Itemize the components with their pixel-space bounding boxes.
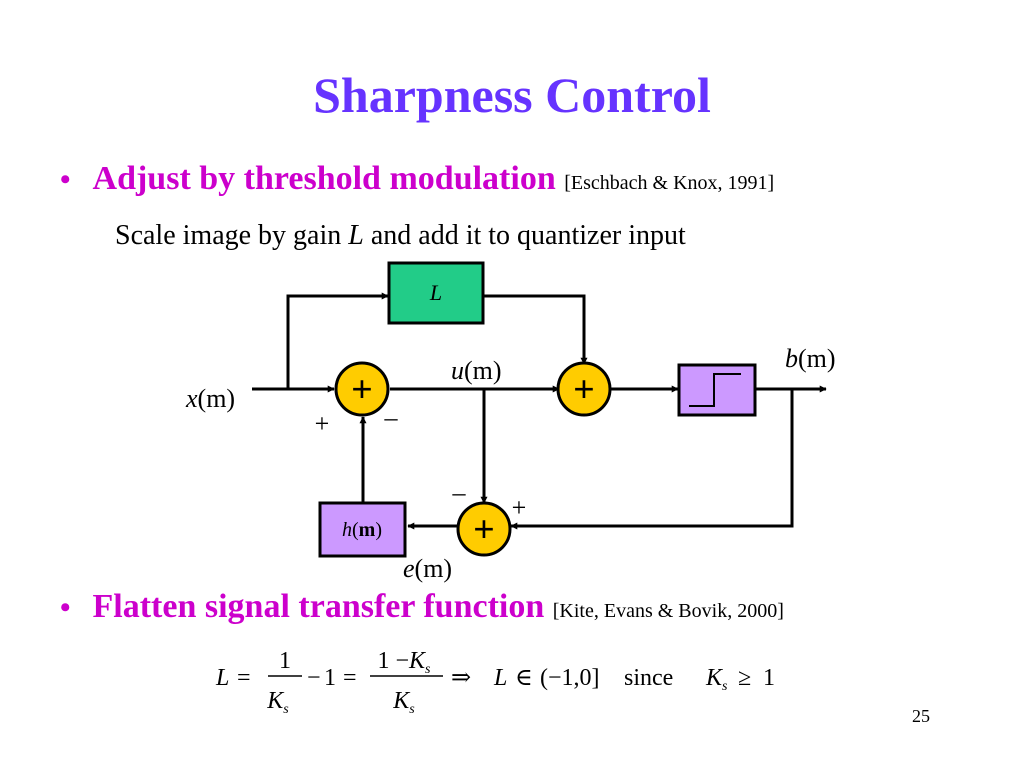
eq-frac1-num: 1	[279, 648, 291, 674]
subtext-before: Scale image by gain	[115, 220, 349, 251]
page-number: 25	[912, 706, 930, 726]
bullet-text: Flatten signal transfer function	[92, 588, 545, 625]
adder-2-symbol: +	[573, 369, 595, 411]
eq-frac2-num: 1 −Ks	[377, 648, 431, 677]
adder-3-symbol: +	[473, 509, 495, 551]
subtext-after: and add it to quantizer input	[363, 220, 686, 251]
sign-minus-u: –	[452, 478, 467, 507]
eq-one-final: 1	[763, 665, 775, 691]
bullet-text: Adjust by threshold modulation	[92, 160, 556, 197]
wire-gain-out	[484, 294, 588, 365]
bullet-threshold-modulation: • Adjust by threshold modulation [Eschbac…	[60, 160, 774, 198]
bullet-point-icon: •	[60, 163, 71, 196]
sign-plus-b: +	[512, 493, 527, 522]
eq-minus: −	[307, 665, 321, 691]
eq-L2: L	[493, 665, 507, 691]
citation: [Eschbach & Knox, 1991]	[564, 172, 775, 194]
adder-3	[456, 501, 512, 557]
wire-feedback-b	[510, 389, 794, 530]
eq-implies: ⇒	[451, 665, 471, 691]
input-label: x(m)	[185, 384, 235, 413]
eq-in: ∈	[515, 665, 533, 691]
bullet-point-icon: •	[60, 591, 71, 624]
output-label: b(m)	[785, 344, 836, 373]
eq-geq: ≥	[738, 665, 751, 691]
sign-minus-feedback: –	[384, 403, 399, 432]
eq-interval: (−1,0]	[540, 665, 600, 691]
bullet-flatten-stf: • Flatten signal transfer function [Kite,…	[60, 588, 784, 626]
eq-frac2-den: Ks	[392, 688, 415, 717]
wire-to-gain	[286, 292, 389, 389]
eq-equals2: =	[343, 665, 357, 691]
filter-label: h(m)	[342, 519, 382, 541]
eq-one: 1	[324, 665, 336, 691]
slide-title: Sharpness Control	[313, 67, 711, 123]
step-function-icon	[689, 373, 741, 407]
gain-label: L	[429, 280, 442, 305]
eq-L1: L	[215, 665, 229, 691]
filter-block	[318, 501, 407, 558]
eq-since: since	[624, 665, 673, 691]
eq-Ks: Ks	[705, 665, 728, 694]
eq-frac1-den: Ks	[266, 688, 289, 717]
adder-1-symbol: +	[351, 369, 373, 411]
error-label: e(m)	[403, 554, 452, 583]
citation: [Kite, Evans & Bovik, 2000]	[552, 600, 784, 622]
eq-equals1: =	[237, 665, 251, 691]
u-label: u(m)	[451, 356, 502, 385]
adder-2	[556, 361, 612, 417]
adder-1	[334, 361, 390, 417]
subtext: Scale image by gain L and add it to quan…	[115, 220, 686, 252]
gain-block	[387, 261, 485, 325]
subtext-var: L	[348, 220, 364, 251]
sign-plus-input: +	[315, 409, 330, 438]
